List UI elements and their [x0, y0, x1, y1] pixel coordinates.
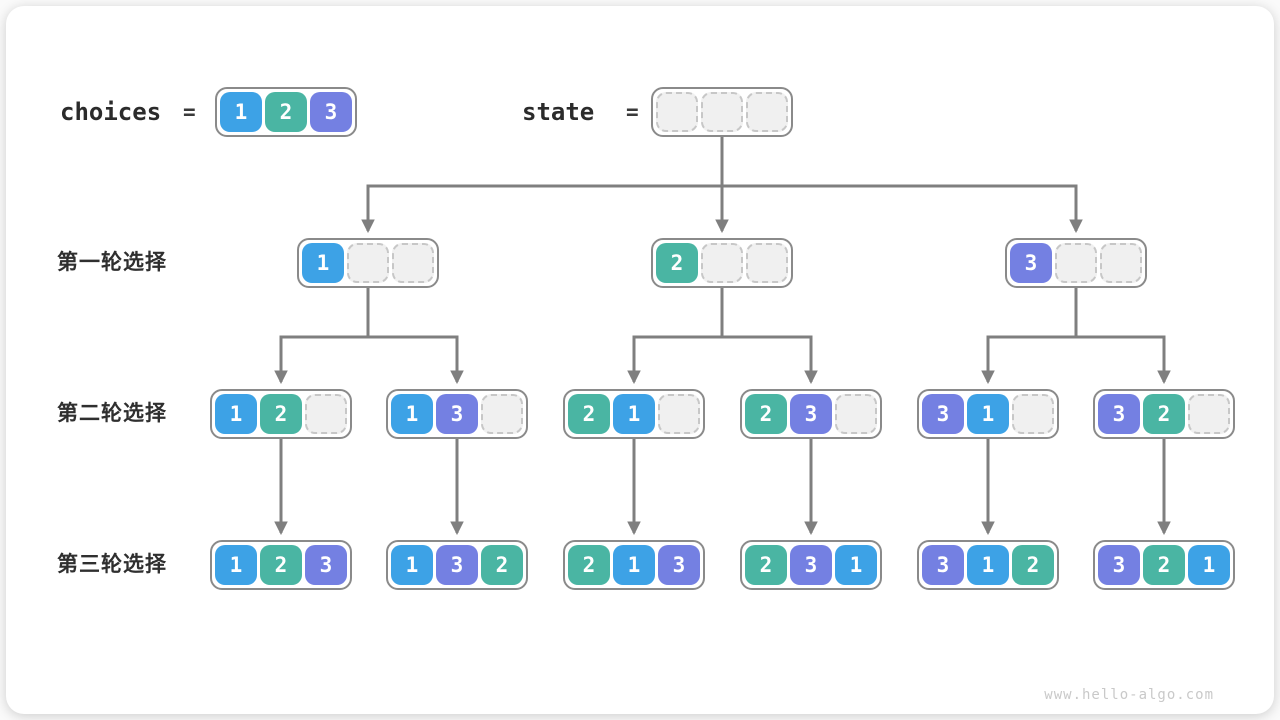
cell-value-1: 1: [967, 394, 1009, 434]
cell-empty: [746, 92, 788, 132]
cell-value-1: 1: [613, 394, 655, 434]
cell-value-3: 3: [658, 545, 700, 585]
cell-value-3: 3: [922, 545, 964, 585]
cell-value-2: 2: [656, 243, 698, 283]
watermark: www.hello-algo.com: [1044, 687, 1214, 703]
cell-empty: [481, 394, 523, 434]
cell-value-3: 3: [790, 545, 832, 585]
cell-value-1: 1: [215, 394, 257, 434]
cell-value-3: 3: [1098, 394, 1140, 434]
cell-value-2: 2: [1012, 545, 1054, 585]
cell-value-2: 2: [745, 394, 787, 434]
cell-value-3: 3: [790, 394, 832, 434]
round-1-state-box-1: 1: [297, 238, 439, 288]
cell-value-2: 2: [260, 545, 302, 585]
cell-value-2: 2: [568, 394, 610, 434]
cell-empty: [658, 394, 700, 434]
cell-empty: [746, 243, 788, 283]
cell-value-3: 3: [436, 394, 478, 434]
cell-empty: [656, 92, 698, 132]
cell-value-3: 3: [436, 545, 478, 585]
cell-value-1: 1: [835, 545, 877, 585]
cell-value-3: 3: [1010, 243, 1052, 283]
cell-value-2: 2: [745, 545, 787, 585]
round-2-label: 第二轮选择: [57, 402, 167, 425]
cell-value-1: 1: [302, 243, 344, 283]
cell-value-1: 1: [1188, 545, 1230, 585]
cell-empty: [1055, 243, 1097, 283]
cell-value-2: 2: [568, 545, 610, 585]
round-1-state-box-3: 3: [1005, 238, 1147, 288]
round-1-label: 第一轮选择: [57, 251, 167, 274]
cell-empty: [305, 394, 347, 434]
cell-empty: [701, 92, 743, 132]
cell-value-1: 1: [391, 394, 433, 434]
cell-empty: [835, 394, 877, 434]
cell-value-1: 1: [613, 545, 655, 585]
cell-empty: [392, 243, 434, 283]
cell-value-1: 1: [391, 545, 433, 585]
cell-value-3: 3: [1098, 545, 1140, 585]
cell-value-3: 3: [310, 92, 352, 132]
cell-empty: [701, 243, 743, 283]
cell-value-1: 1: [215, 545, 257, 585]
cell-value-3: 3: [922, 394, 964, 434]
cell-empty: [1012, 394, 1054, 434]
cell-value-2: 2: [481, 545, 523, 585]
cell-value-2: 2: [1143, 545, 1185, 585]
cell-value-1: 1: [967, 545, 1009, 585]
cell-value-2: 2: [260, 394, 302, 434]
round-3-label: 第三轮选择: [57, 553, 167, 576]
round-1-state-box-2: 2: [651, 238, 793, 288]
equals-sign-choices: =: [183, 100, 196, 124]
cell-value-3: 3: [305, 545, 347, 585]
cell-empty: [1188, 394, 1230, 434]
equals-sign-state: =: [626, 100, 639, 124]
cell-value-1: 1: [220, 92, 262, 132]
choices-label: choices: [60, 98, 162, 126]
cell-value-2: 2: [265, 92, 307, 132]
cell-empty: [1100, 243, 1142, 283]
cell-empty: [347, 243, 389, 283]
state-array-box: [651, 87, 793, 137]
state-label: state: [522, 98, 595, 126]
cell-value-2: 2: [1143, 394, 1185, 434]
